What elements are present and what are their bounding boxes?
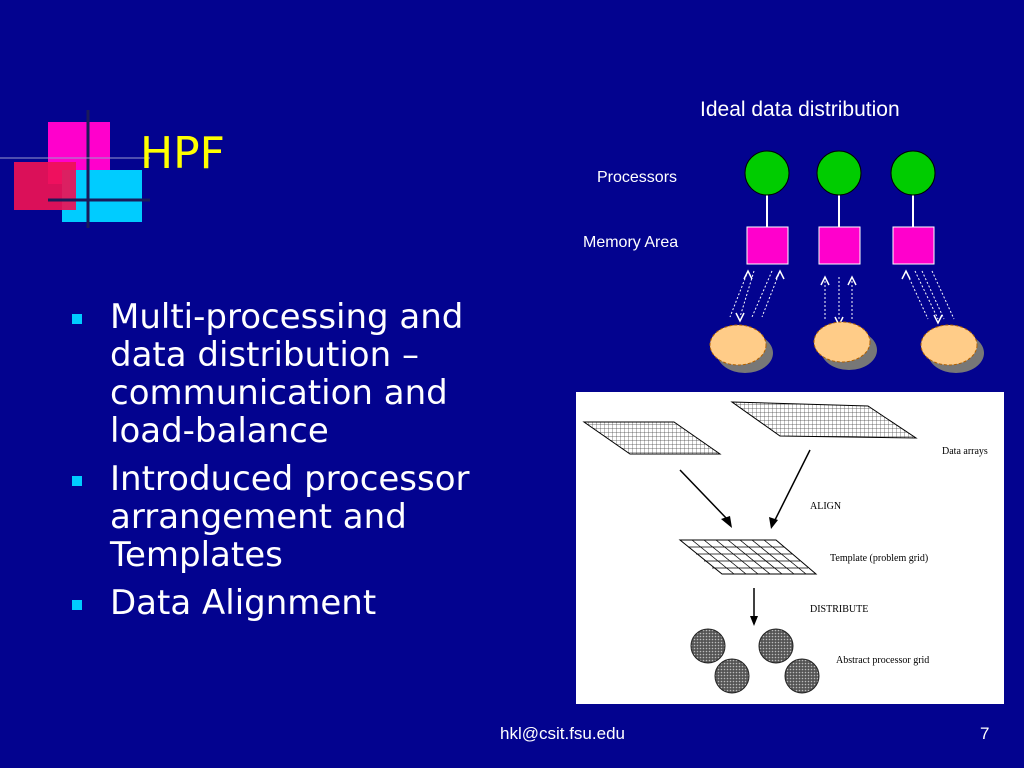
abstract-processor bbox=[714, 658, 750, 694]
distribute-label: DISTRIBUTE bbox=[810, 604, 869, 615]
processor-grid-label: Abstract processor grid bbox=[836, 655, 930, 666]
data-cloud-2 bbox=[813, 321, 877, 370]
processors-label: Processors bbox=[597, 169, 678, 186]
data-array-2 bbox=[730, 401, 918, 439]
data-cloud-1 bbox=[709, 324, 773, 373]
bullet-text: Multi-processing and data distribution –… bbox=[110, 297, 464, 451]
data-array-1 bbox=[582, 421, 722, 455]
memory-block bbox=[746, 226, 789, 265]
bullet-text: Introduced processor arrangement and Tem… bbox=[110, 459, 470, 575]
bullet-item: Multi-processing and data distribution –… bbox=[72, 298, 512, 450]
bullet-list: Multi-processing and data distribution –… bbox=[72, 298, 512, 632]
processor-unit-3 bbox=[890, 150, 936, 265]
template-grid bbox=[678, 539, 818, 575]
processor-unit-2 bbox=[816, 150, 862, 265]
processor-node bbox=[890, 150, 936, 196]
bullet-item: Data Alignment bbox=[72, 584, 512, 622]
abstract-processor bbox=[784, 658, 820, 694]
bullet-item: Introduced processor arrangement and Tem… bbox=[72, 460, 512, 574]
align-label: ALIGN bbox=[810, 501, 842, 512]
hpf-mapping-diagram: Data arrays ALIGN Template (problem grid… bbox=[576, 392, 1004, 704]
bullet-square-icon bbox=[72, 600, 82, 610]
processor-unit-1 bbox=[744, 150, 790, 265]
page-number: 7 bbox=[980, 724, 990, 743]
data-flow-arrows bbox=[729, 270, 955, 321]
bullet-square-icon bbox=[72, 314, 82, 324]
abstract-processor bbox=[690, 628, 726, 664]
data-cloud-3 bbox=[920, 324, 984, 373]
abstract-processor bbox=[758, 628, 794, 664]
memory-area-label: Memory Area bbox=[583, 234, 679, 251]
processor-node bbox=[744, 150, 790, 196]
decorative-squares-logo bbox=[0, 100, 150, 230]
bullet-square-icon bbox=[72, 476, 82, 486]
memory-block bbox=[818, 226, 861, 265]
processor-node bbox=[816, 150, 862, 196]
data-arrays-label: Data arrays bbox=[942, 446, 988, 457]
ideal-distribution-title: Ideal data distribution bbox=[700, 98, 900, 121]
memory-block bbox=[892, 226, 935, 265]
footer-email: hkl@csit.fsu.edu bbox=[500, 724, 625, 743]
bullet-text: Data Alignment bbox=[110, 583, 377, 623]
ideal-distribution-diagram bbox=[709, 150, 984, 373]
template-label: Template (problem grid) bbox=[830, 553, 929, 564]
page-title: HPF bbox=[140, 128, 225, 179]
